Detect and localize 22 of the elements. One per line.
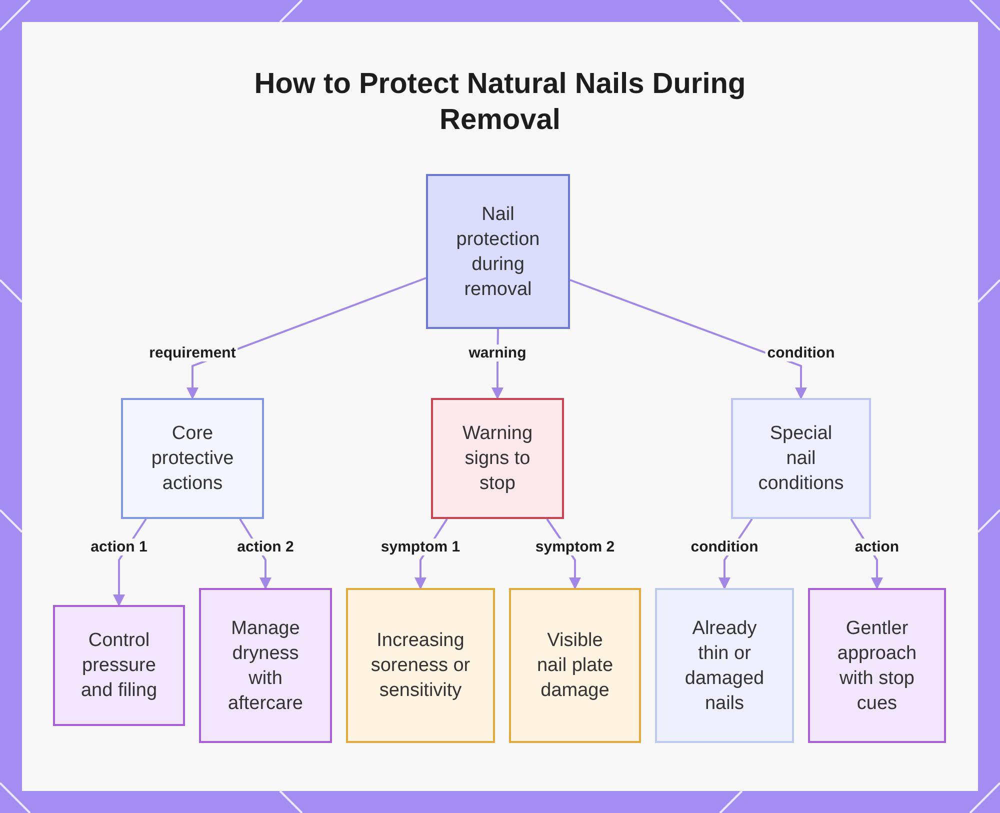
edge-label: requirement	[147, 344, 238, 362]
concept-box: Increasing soreness or sensitivity	[346, 588, 495, 743]
edge-label: action 2	[235, 538, 296, 556]
concept-box: Nail protection during removal	[426, 174, 570, 329]
edge-label: symptom 2	[533, 538, 617, 556]
concept-box: Visible nail plate damage	[509, 588, 641, 743]
connector-arrow	[570, 279, 807, 400]
edge-label: action 1	[88, 538, 150, 556]
concept-box: Control pressure and filing	[53, 605, 185, 726]
concept-box: Core protective actions	[121, 398, 264, 519]
concept-box: Special nail conditions	[731, 398, 871, 519]
edge-label: warning	[466, 344, 528, 362]
edge-label: condition	[688, 538, 760, 556]
concept-box: Warning signs to stop	[431, 398, 564, 519]
edge-label: symptom 1	[378, 538, 462, 556]
edge-label: action	[852, 538, 902, 556]
diagram-title: How to Protect Natural Nails During Removal	[253, 67, 747, 138]
edge-label: condition	[765, 344, 837, 362]
concept-box: Gentler approach with stop cues	[808, 588, 946, 743]
concept-box: Manage dryness with aftercare	[199, 588, 332, 743]
concept-box: Already thin or damaged nails	[655, 588, 794, 743]
connector-arrow	[186, 277, 426, 400]
